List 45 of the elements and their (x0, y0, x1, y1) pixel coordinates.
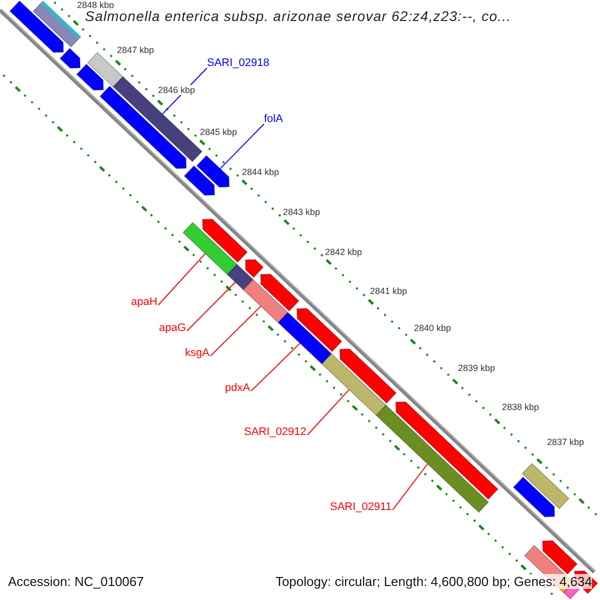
gene-feature (395, 401, 499, 500)
gene-bar (278, 312, 332, 365)
gene-bar (87, 52, 124, 88)
gene-bar (242, 278, 289, 324)
leader-line (158, 253, 206, 306)
leader-line (306, 389, 350, 436)
gene-feature (512, 476, 556, 518)
gene-label: apaH (131, 296, 158, 308)
accession-text: Accession: NC_010067 (8, 574, 144, 589)
position-label: 2842 kbp (325, 247, 362, 257)
gene-bar (182, 222, 238, 276)
gene-label: SARI_02918 (207, 57, 270, 69)
position-label: 2838 kbp (502, 402, 540, 412)
gene-feature (339, 348, 397, 404)
gene-bar (226, 264, 254, 290)
gene-feature (184, 165, 216, 196)
gene-bar (321, 353, 387, 416)
gene-label: pdxA (225, 382, 250, 394)
gene-feature (260, 274, 300, 312)
position-label: 2844 kbp (242, 167, 280, 177)
gene-label: SARI_02912 (244, 426, 306, 438)
map-title: Salmonella enterica subsp. arizonae serovar 62:z4,z23:--, co... (85, 8, 512, 24)
gene-feature (9, 0, 64, 53)
position-label: 2840 kbp (414, 323, 452, 333)
leader-line (392, 463, 428, 510)
position-label: 2841 kbp (370, 286, 408, 296)
gene-feature (196, 154, 230, 188)
leader-line (250, 342, 301, 392)
position-label: 2848 kbp (77, 0, 114, 10)
position-label: 2847 kbp (117, 45, 154, 55)
position-label: 2837 kbp (547, 437, 584, 447)
gene-label: SARI_02911 (330, 501, 392, 513)
gene-label: ksgA (185, 347, 210, 359)
gene-feature (202, 218, 248, 263)
position-label: 2845 kbp (200, 127, 238, 137)
position-label: 2843 kbp (283, 207, 320, 217)
gene-label: folA (264, 113, 283, 125)
leader-line (220, 124, 264, 170)
position-label: 2839 kbp (458, 363, 496, 373)
gene-feature (296, 308, 342, 352)
gene-label: apaG (159, 322, 186, 334)
gene-bar (522, 462, 570, 510)
position-label: 2846 kbp (158, 85, 196, 95)
gene-feature (76, 63, 104, 91)
genome-info-text: Topology: circular; Length: 4,600,800 bp; Genes: 4,634 (275, 574, 592, 589)
